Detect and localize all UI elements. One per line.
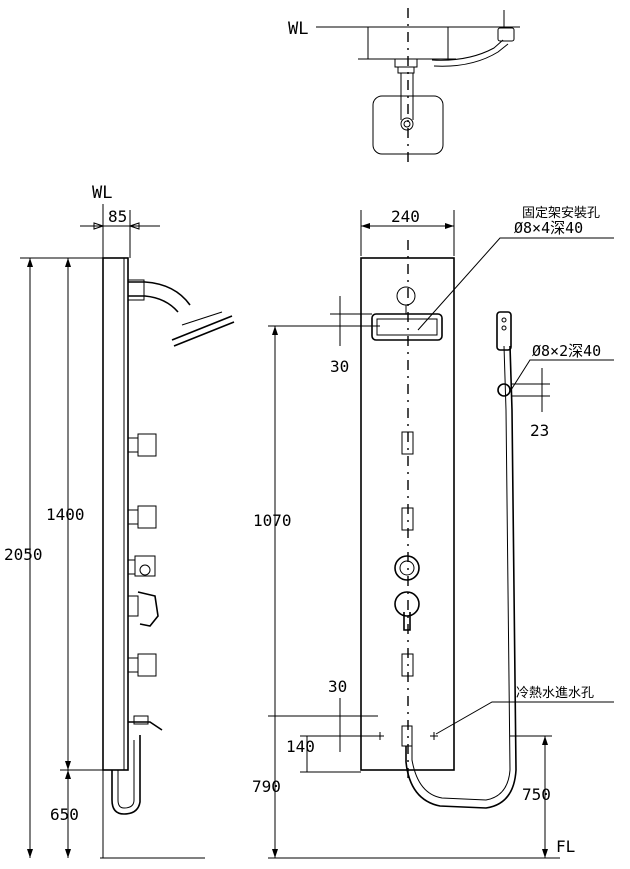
top-view: WL: [288, 8, 520, 165]
dim-panel-width: 240: [391, 207, 420, 226]
dim-total-height: 2050: [4, 545, 43, 564]
dim-bracket-gap: 30: [330, 357, 349, 376]
dim-holder-spacing: 23: [530, 421, 549, 440]
dim-inlet-spacing: 140: [286, 737, 315, 756]
dim-inlet-height: 650: [50, 805, 79, 824]
inlet-note: 冷熱水進水孔: [516, 686, 594, 701]
bracket-note-line2: Ø8×4深40: [514, 219, 583, 237]
dim-bracket-height: 1070: [253, 511, 292, 530]
dim-hose-inlet-height: 750: [522, 785, 551, 804]
dim-inlet-gap: 30: [328, 677, 347, 696]
side-view: WL 85: [4, 183, 235, 859]
dim-head-height: 1400: [46, 505, 85, 524]
hand-hole-note: Ø8×2深40: [532, 342, 601, 360]
wl-label-side: WL: [92, 183, 112, 203]
fl-label: FL: [556, 837, 575, 856]
dim-wall-offset: 85: [108, 207, 127, 226]
wl-label-top: WL: [288, 19, 308, 39]
front-view: 240 固定架安裝孔 Ø8×4深40 冷熱水進水孔: [252, 206, 614, 859]
dim-lower-height: 790: [252, 777, 281, 796]
bracket-note-line1: 固定架安裝孔: [522, 206, 600, 221]
